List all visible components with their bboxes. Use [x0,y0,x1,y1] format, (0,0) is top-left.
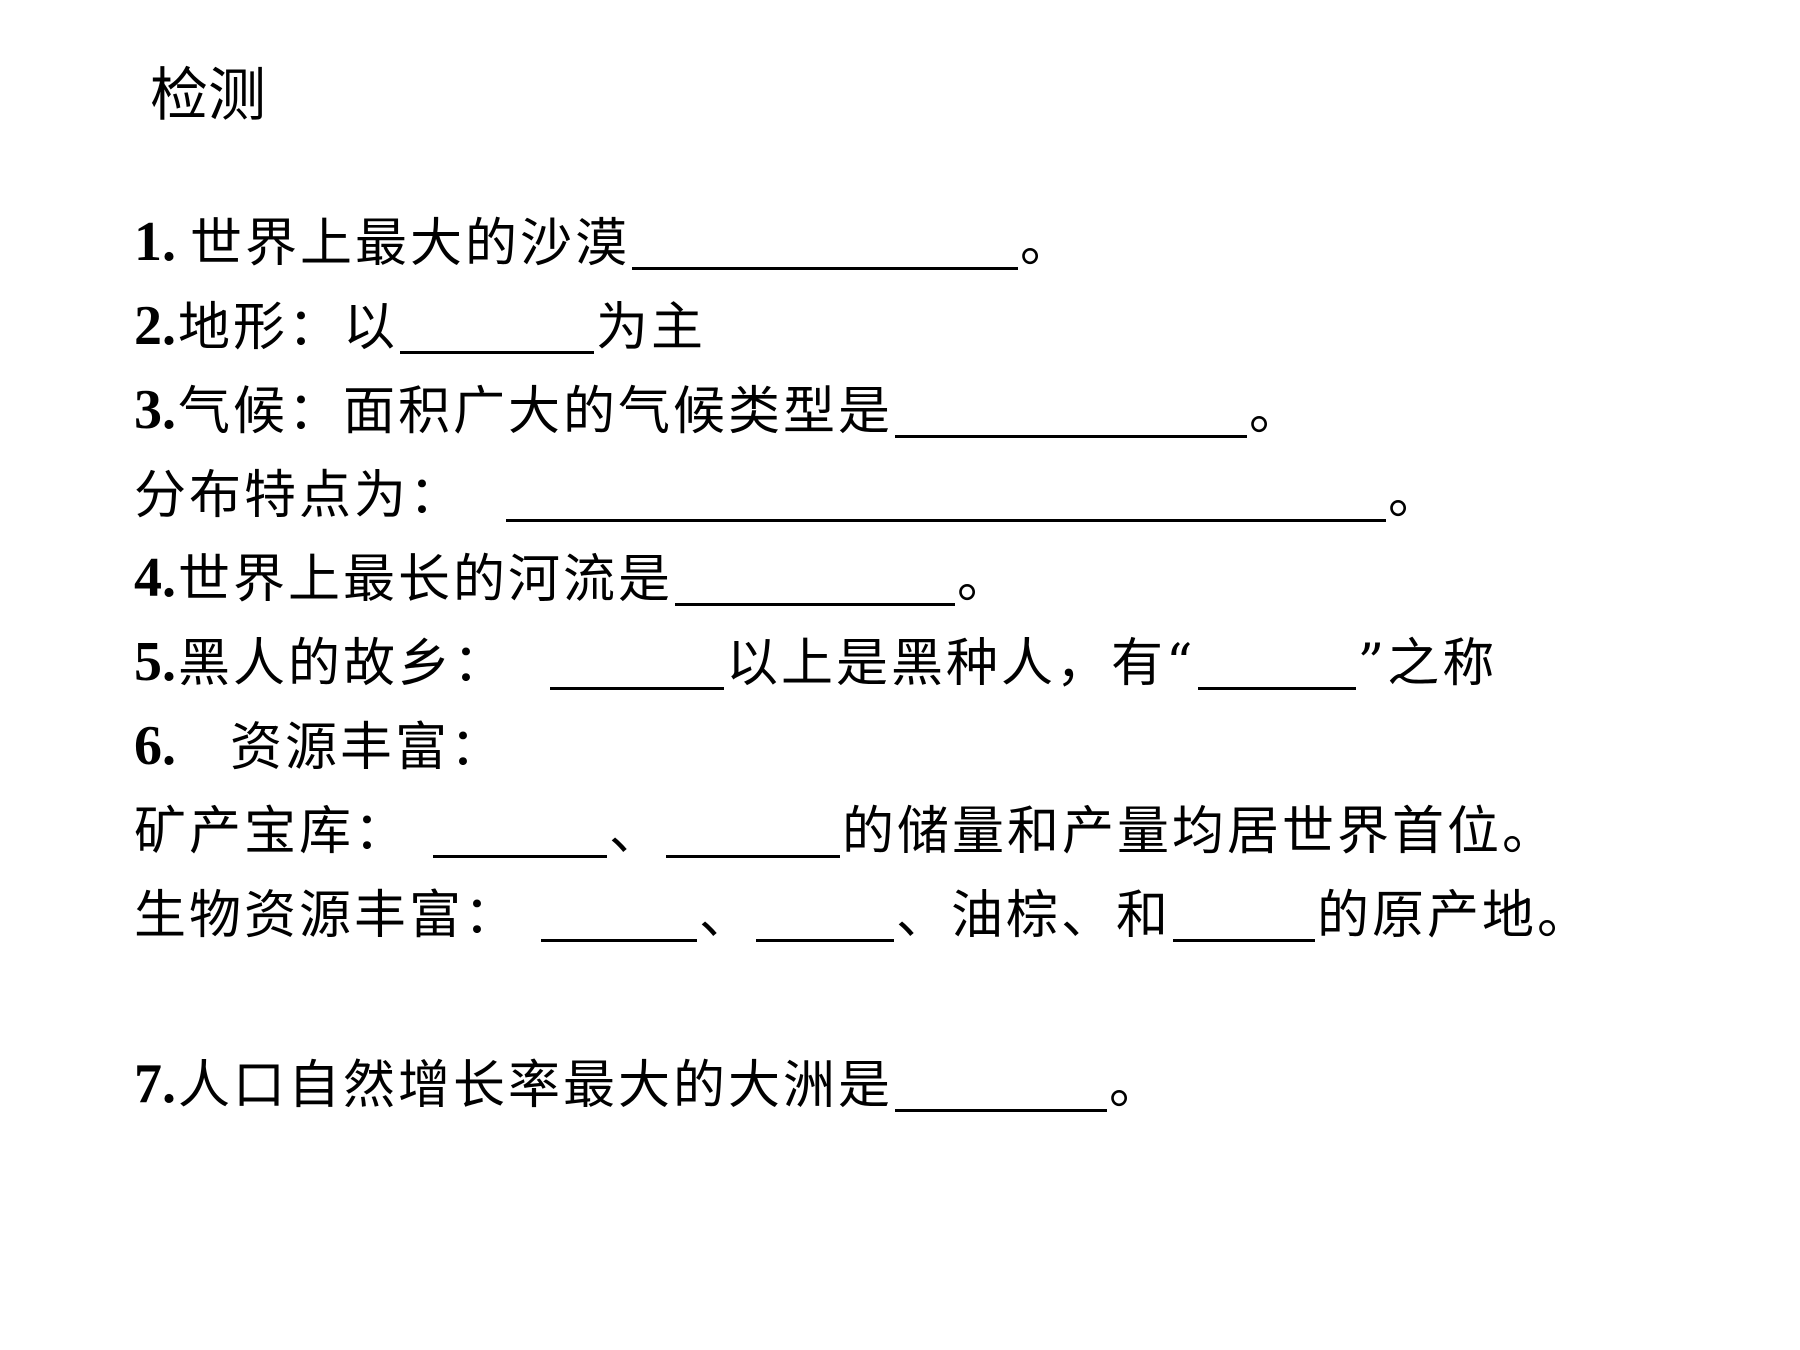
question-text: 资源丰富： [230,718,506,778]
question-text-mid: 、油棕、和 [896,886,1172,946]
question-text-sep: 、 [609,802,665,862]
page-title: 检测 [150,61,267,129]
question-punct: 。 [1109,1056,1165,1116]
answer-blank[interactable] [1173,887,1316,942]
question-text: 生物资源丰富： [134,886,520,946]
question-text: 气候：面积广大的气候类型是 [178,382,894,442]
question-2: 2. 地形：以 为主 [134,288,706,354]
question-1: 1. 世界上最大的沙漠 。 [134,204,1075,270]
question-number: 6. [134,715,176,777]
question-text: 分布特点为： [134,466,465,526]
answer-blank[interactable] [1197,635,1356,690]
question-text: 矿产宝库： [134,802,410,862]
answer-blank[interactable] [541,887,698,942]
question-number: 4. [134,547,176,609]
question-text: 地形：以 [178,298,399,358]
question-3-distribution: 分布特点为： 。 [134,456,1443,522]
question-6: 6. 资源丰富： [134,708,505,774]
question-text-tail: 的原产地。 [1317,886,1593,946]
question-number: 1. [134,211,176,273]
question-text-tail: 为主 [596,298,707,358]
question-3: 3. 气候：面积广大的气候类型是 。 [134,372,1304,438]
answer-blank[interactable] [400,299,595,354]
question-punct: 。 [957,550,1013,610]
question-punct: 。 [1020,214,1076,274]
answer-blank[interactable] [632,215,1019,270]
answer-blank[interactable] [895,383,1248,438]
question-text-tail: 的储量和产量均居世界首位。 [842,802,1558,862]
question-number: 3. [134,379,176,441]
question-text: 人口自然增长率最大的大洲是 [178,1056,894,1116]
question-text-sep: 、 [699,886,755,946]
question-6-biological: 生物资源丰富： 、 、油棕、和 的原产地。 [134,876,1592,942]
question-text: 世界上最长的河流是 [178,550,674,610]
question-4: 4. 世界上最长的河流是 。 [134,540,1012,606]
question-punct: 。 [1388,466,1444,526]
question-6-minerals: 矿产宝库： 、 的储量和产量均居世界首位。 [134,792,1557,858]
answer-blank[interactable] [433,803,608,858]
answer-blank[interactable] [506,467,1387,522]
answer-blank[interactable] [756,887,895,942]
answer-blank[interactable] [895,1057,1108,1112]
question-text: 世界上最大的沙漠 [190,214,631,274]
answer-blank[interactable] [550,635,725,690]
answer-blank[interactable] [675,551,956,606]
question-7: 7. 人口自然增长率最大的大洲是 。 [134,1046,1164,1112]
question-punct: 。 [1249,382,1305,442]
question-text-mid: 以上是黑种人，有“ [726,634,1196,694]
answer-blank[interactable] [666,803,841,858]
question-number: 5. [134,631,176,693]
question-5: 5. 黑人的故乡： 以上是黑种人，有“ ”之称 [134,624,1497,690]
question-number: 7. [134,1053,176,1115]
question-text-tail: ”之称 [1357,634,1498,694]
question-text: 黑人的故乡： [178,634,509,694]
question-number: 2. [134,295,176,357]
